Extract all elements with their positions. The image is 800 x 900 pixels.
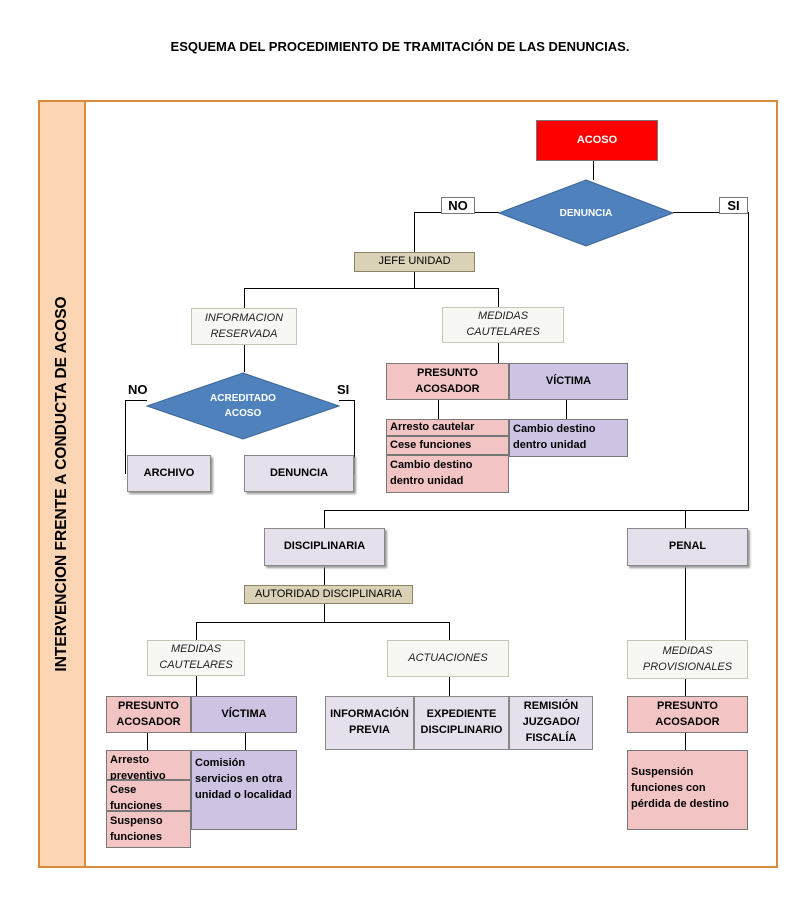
victima-box: VÍCTIMA xyxy=(509,363,628,400)
penal-box: PENAL xyxy=(627,528,748,566)
archivo-box: ARCHIVO xyxy=(127,455,211,492)
measure-suspenso-funciones: Suspenso funciones xyxy=(106,811,191,848)
acoso-box: ACOSO xyxy=(536,120,658,161)
page-title: ESQUEMA DEL PROCEDIMIENTO DE TRAMITACIÓN… xyxy=(170,39,630,54)
denuncia-box: DENUNCIA xyxy=(244,455,354,492)
side-panel xyxy=(38,100,86,868)
victima-cambio-destino: Cambio destino dentro unidad xyxy=(509,419,628,457)
si-label-2: SI xyxy=(337,382,350,397)
denuncia-diamond xyxy=(497,179,675,247)
measure-cese-funciones: Cese funciones xyxy=(386,436,509,455)
actuaciones-box: ACTUACIONES xyxy=(387,640,509,677)
no-label: NO xyxy=(441,197,475,214)
si-label: SI xyxy=(719,197,748,214)
acreditado-acoso-diamond xyxy=(145,372,341,440)
suspension-funciones-box: Suspensión funciones con pérdida de dest… xyxy=(627,750,748,830)
measure-arresto-preventivo: Arresto preventivo xyxy=(106,750,191,782)
no-label-2: NO xyxy=(128,382,148,397)
denuncia-diamond-label: DENUNCIA xyxy=(559,207,613,219)
autoridad-disciplinaria-box: AUTORIDAD DISCIPLINARIA xyxy=(244,585,413,604)
measure-cese-funciones-2: Cese funciones xyxy=(106,780,191,812)
measure-arresto-cautelar: Arresto cautelar xyxy=(386,419,509,436)
victima-comision-servicios: Comisión servicios en otra unidad o loca… xyxy=(191,750,297,830)
jefe-unidad-box: JEFE UNIDAD xyxy=(354,252,475,272)
measure-cambio-destino: Cambio destino dentro unidad xyxy=(386,455,509,493)
disciplinaria-box: DISCIPLINARIA xyxy=(264,528,385,566)
victima-box-2: VÍCTIMA xyxy=(191,696,297,733)
